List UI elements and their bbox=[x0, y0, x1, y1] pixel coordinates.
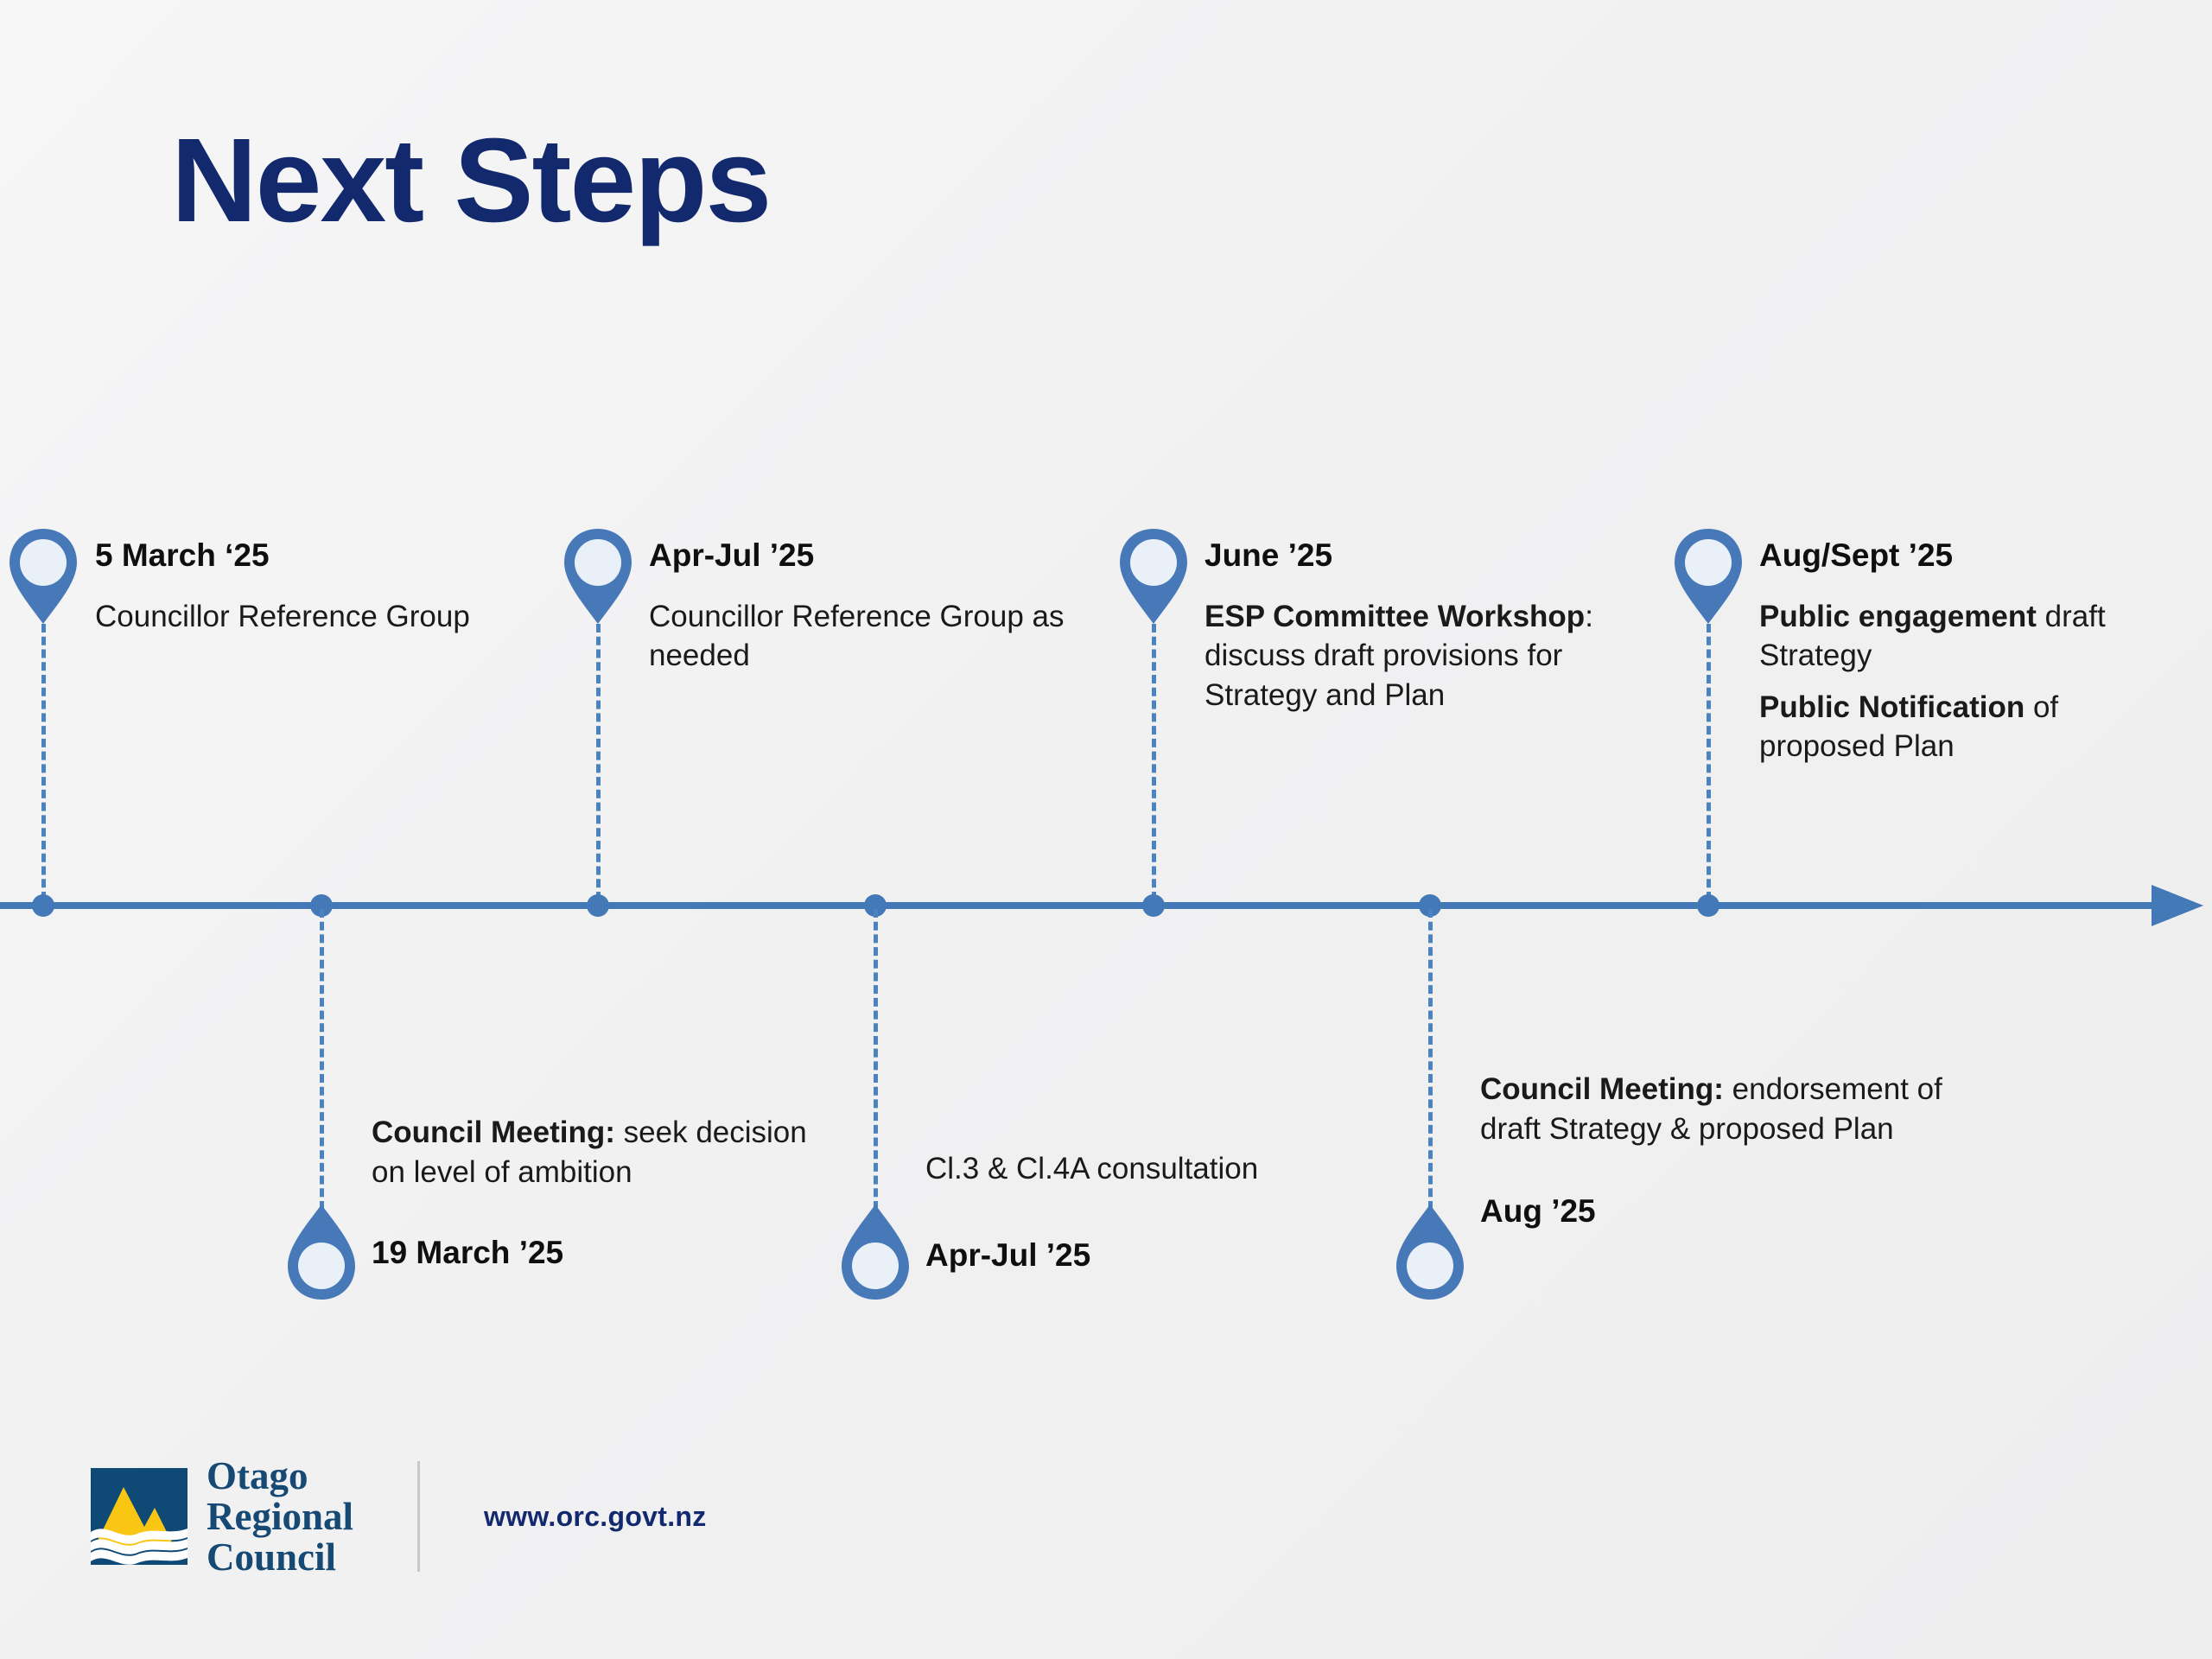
map-pin-icon bbox=[1116, 525, 1191, 627]
timeline-description: Councillor Reference Group as needed bbox=[649, 599, 1065, 673]
connector-stem-top-1 bbox=[41, 624, 46, 900]
connector-stem-top-4 bbox=[1707, 624, 1711, 900]
logo-line-3: Council bbox=[207, 1535, 337, 1579]
timeline-date: Aug ’25 bbox=[1480, 1193, 1596, 1229]
map-pin-icon bbox=[6, 525, 80, 627]
otago-regional-council-logo bbox=[91, 1468, 188, 1566]
timeline-description: Council Meeting: endorsement of draft St… bbox=[1480, 1072, 1942, 1146]
website-url[interactable]: www.orc.govt.nz bbox=[484, 1500, 707, 1532]
timeline-date: Aug/Sept ’25 bbox=[1759, 537, 1954, 573]
page-title: Next Steps bbox=[171, 114, 772, 247]
axis-node-dot bbox=[1142, 894, 1165, 917]
arrow-right-icon bbox=[2152, 885, 2203, 926]
map-pin-inverted-icon bbox=[284, 1201, 359, 1303]
connector-stem-top-2 bbox=[596, 624, 601, 900]
timeline-entry-bottom-1: Council Meeting: seek decision on level … bbox=[372, 1113, 830, 1272]
map-pin-inverted-icon bbox=[1393, 1201, 1467, 1303]
timeline-entry-bottom-2: Cl.3 & Cl.4A consultation Apr-Jul ’25 bbox=[925, 1149, 1392, 1274]
map-pin-icon bbox=[561, 525, 635, 627]
timeline-date: 5 March ‘25 bbox=[95, 537, 270, 573]
timeline-entry-top-2: Apr-Jul ’25 Councillor Reference Group a… bbox=[649, 537, 1098, 676]
timeline-entry-top-4: Aug/Sept ’25 Public engagement draft Str… bbox=[1759, 537, 2157, 766]
timeline-axis bbox=[0, 902, 2160, 909]
timeline-entry-bottom-3: Council Meeting: endorsement of draft St… bbox=[1480, 1070, 1973, 1230]
connector-stem-bottom-2 bbox=[874, 909, 878, 1210]
timeline-entry-top-1: 5 March ‘25 Councillor Reference Group bbox=[95, 537, 562, 636]
timeline-description: Councillor Reference Group bbox=[95, 599, 470, 633]
map-pin-icon bbox=[1671, 525, 1745, 627]
timeline-date: Apr-Jul ’25 bbox=[649, 537, 815, 573]
timeline-date: 19 March ’25 bbox=[372, 1235, 564, 1270]
timeline-entry-top-3: June ’25 ESP Committee Workshop: discuss… bbox=[1205, 537, 1662, 715]
footer: Otago Regional Council www.orc.govt.nz bbox=[91, 1456, 707, 1577]
axis-node-dot bbox=[32, 894, 54, 917]
axis-node-dot bbox=[587, 894, 609, 917]
footer-divider bbox=[417, 1461, 421, 1573]
timeline-date: Apr-Jul ’25 bbox=[925, 1236, 1091, 1273]
timeline-description: Cl.3 & Cl.4A consultation bbox=[925, 1152, 1259, 1185]
connector-stem-top-3 bbox=[1152, 624, 1156, 900]
map-pin-inverted-icon bbox=[838, 1201, 912, 1303]
timeline-description: Council Meeting: seek decision on level … bbox=[372, 1116, 807, 1189]
logo-line-1: Otago bbox=[207, 1454, 308, 1497]
logo-line-2: Regional bbox=[207, 1494, 354, 1538]
timeline-date: June ’25 bbox=[1205, 537, 1333, 573]
connector-stem-bottom-1 bbox=[320, 909, 324, 1210]
logo-wordmark: Otago Regional Council bbox=[207, 1456, 353, 1577]
timeline-description: ESP Committee Workshop: discuss draft pr… bbox=[1205, 599, 1593, 712]
axis-node-dot bbox=[1697, 894, 1719, 917]
connector-stem-bottom-3 bbox=[1428, 909, 1433, 1210]
